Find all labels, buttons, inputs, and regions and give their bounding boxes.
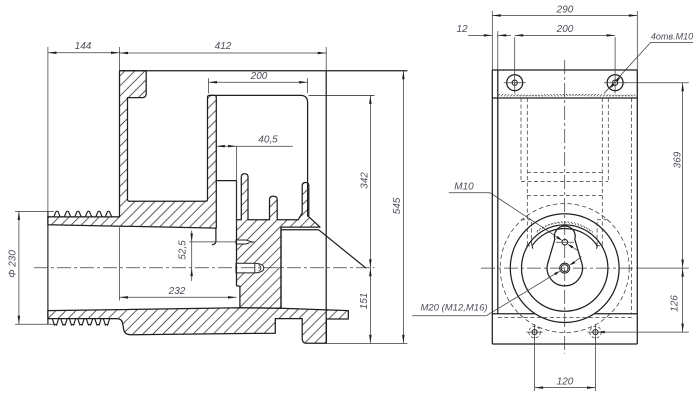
svg-text:151: 151 xyxy=(359,293,370,310)
svg-text:М10: М10 xyxy=(454,182,474,193)
svg-text:120: 120 xyxy=(557,377,574,388)
svg-text:52,5: 52,5 xyxy=(178,240,189,260)
svg-text:342: 342 xyxy=(360,172,371,189)
svg-text:40,5: 40,5 xyxy=(258,135,278,146)
svg-text:12: 12 xyxy=(456,24,468,35)
svg-text:200: 200 xyxy=(250,71,268,82)
svg-text:126: 126 xyxy=(670,295,681,312)
svg-text:144: 144 xyxy=(75,41,92,52)
svg-text:Φ 230: Φ 230 xyxy=(7,250,18,278)
svg-text:200: 200 xyxy=(556,24,574,35)
svg-text:369: 369 xyxy=(673,151,684,168)
svg-text:545: 545 xyxy=(392,197,403,214)
svg-text:4отв.М10: 4отв.М10 xyxy=(651,32,693,42)
svg-text:М20 (М12,М16): М20 (М12,М16) xyxy=(420,303,487,314)
svg-text:412: 412 xyxy=(215,41,232,52)
svg-text:290: 290 xyxy=(556,5,574,16)
svg-text:232: 232 xyxy=(168,286,186,297)
